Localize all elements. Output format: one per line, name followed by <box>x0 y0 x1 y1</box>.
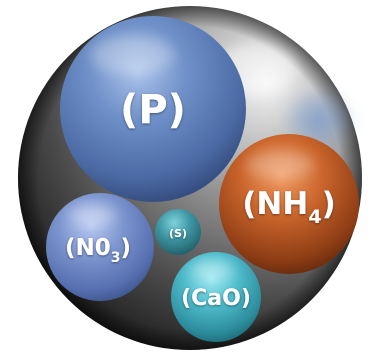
sphere-ammonium: (NH4) <box>219 134 359 274</box>
sulfur-label: (S) <box>169 227 187 240</box>
sphere-phosphorus: (P) <box>60 16 246 202</box>
nitrate-label-main: (N0 <box>65 235 111 261</box>
sphere-sulfur: (S) <box>155 209 201 255</box>
ammonium-label-end: ) <box>322 186 336 222</box>
sphere-calcium-oxide: (CaO) <box>171 252 261 342</box>
nitrate-label: (N03) <box>65 235 131 266</box>
calcium-oxide-label: (CaO) <box>181 286 251 311</box>
phosphorus-label: (P) <box>120 87 186 133</box>
ammonium-label-main: (NH <box>242 186 308 222</box>
ammonium-label: (NH4) <box>242 186 335 228</box>
nitrate-label-subscript: 3 <box>111 250 121 266</box>
nitrate-label-end: ) <box>121 235 132 261</box>
sphere-nitrate: (N03) <box>46 193 154 301</box>
ammonium-label-subscript: 4 <box>308 206 321 228</box>
